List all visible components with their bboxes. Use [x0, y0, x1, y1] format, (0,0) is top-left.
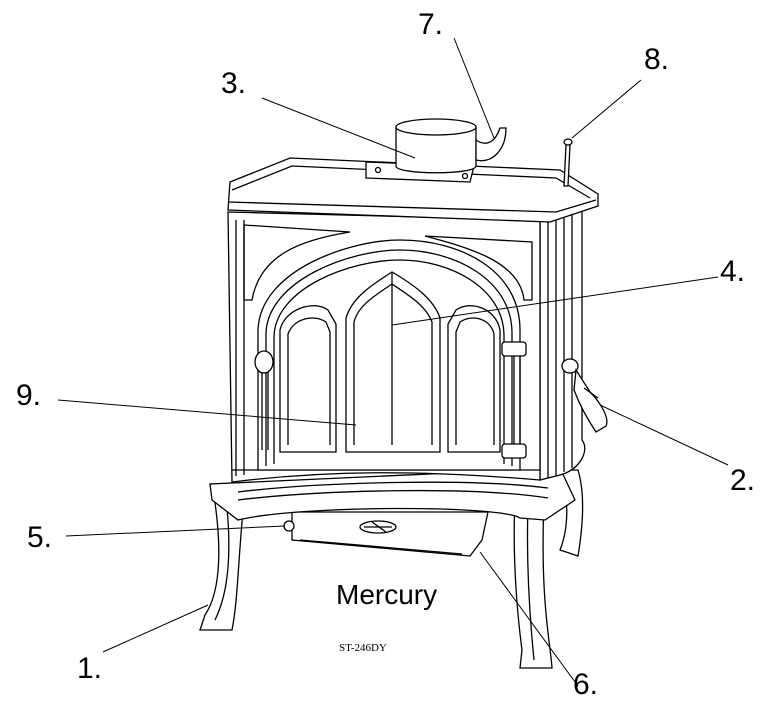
leader-4 — [391, 276, 719, 326]
callout-7: 7. — [418, 8, 443, 41]
air-control-rod — [563, 138, 573, 187]
leader-9 — [57, 399, 357, 426]
callout-9: 9. — [16, 379, 41, 412]
model-name: Mercury — [336, 579, 437, 610]
leader-1 — [102, 604, 209, 653]
stove-illustration — [199, 118, 608, 669]
stove-legs — [199, 469, 584, 669]
leader-3 — [261, 97, 416, 159]
callout-3: 3. — [221, 67, 246, 100]
callout-2: 2. — [730, 464, 755, 497]
callout-4: 4. — [720, 255, 745, 288]
leader-7 — [453, 37, 495, 139]
stove-door — [254, 239, 527, 471]
callout-labels: 1. 2. 3. 4. 5. 6. 7. 8. 9. — [16, 8, 755, 701]
stove-base — [209, 467, 576, 532]
callout-8: 8. — [644, 43, 669, 76]
leader-lines — [57, 37, 729, 687]
callout-1: 1. — [77, 652, 102, 685]
flue-collar — [395, 118, 477, 174]
model-code: ST-246DY — [339, 642, 387, 654]
ash-drawer — [291, 511, 489, 557]
callout-5: 5. — [27, 521, 52, 554]
side-handle — [561, 358, 608, 433]
leader-6 — [479, 551, 579, 687]
leader-5 — [65, 525, 286, 537]
leader-8 — [571, 79, 642, 139]
stove-side-panel — [539, 204, 586, 481]
leader-2 — [599, 404, 729, 466]
callout-6: 6. — [573, 668, 598, 701]
lift-handle — [475, 127, 507, 162]
